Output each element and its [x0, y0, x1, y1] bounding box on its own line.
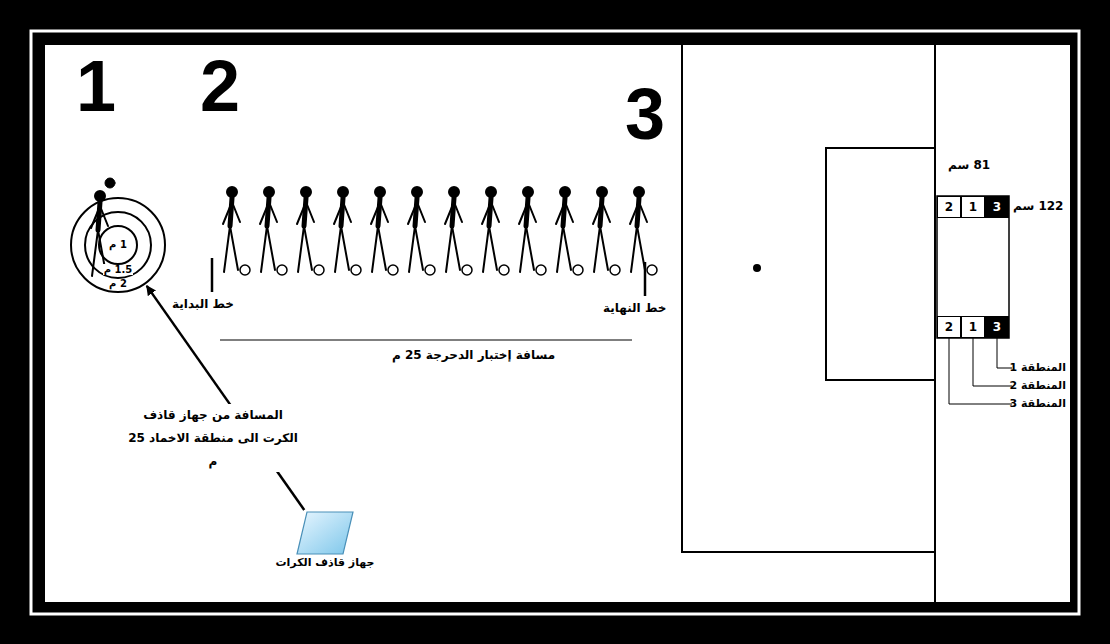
player-figure — [408, 187, 435, 275]
step-number: 2 — [200, 50, 240, 122]
leader-line — [949, 338, 1012, 404]
penalty-line — [681, 551, 936, 553]
zone-label: المنطقة 2 — [1009, 379, 1066, 392]
penalty-line — [681, 45, 683, 553]
target-circle: 2 م 1.5 م 1 م — [70, 197, 166, 293]
machine-symbol — [295, 510, 355, 556]
goal-frame — [937, 196, 1009, 338]
zone-box: 3 — [985, 316, 1009, 338]
node-label: 3 — [993, 320, 1001, 334]
zone-label: المنطقة 3 — [1009, 397, 1066, 410]
node-label: 2 م — [108, 278, 128, 289]
node-label: 1 — [969, 200, 977, 214]
player-figure — [556, 187, 583, 275]
frame-line — [31, 31, 1079, 614]
player-figure — [371, 187, 398, 275]
ring-label-holder: 1 م — [100, 239, 136, 251]
node-label: 1.5 م — [103, 264, 134, 275]
leader-line — [973, 338, 1012, 386]
player-figure — [223, 187, 250, 275]
step-number: 3 — [625, 78, 665, 150]
player-figure — [260, 187, 287, 275]
goal-area — [826, 148, 935, 380]
node-label: جهاز قاذف الكرات — [255, 556, 395, 569]
zone-box: 1 — [961, 196, 985, 218]
zone-box: 2 — [937, 196, 961, 218]
arrow-connector — [147, 286, 305, 510]
distance-label: مسافة إختبار الدحرجة 25 م — [392, 348, 555, 362]
node-label: 3 — [993, 200, 1001, 214]
zone-box: 2 — [937, 316, 961, 338]
start-line — [211, 258, 214, 292]
player-figure — [297, 187, 324, 275]
target-circle: 1 م — [98, 225, 138, 265]
player-figure — [334, 187, 361, 275]
zone-box: 1 — [961, 316, 985, 338]
line-label: خط البداية — [172, 297, 234, 311]
step-number: 1 — [76, 50, 116, 122]
player-figure — [593, 187, 620, 275]
penalty-spot — [753, 264, 761, 272]
zone-label: المنطقة 1 — [1009, 361, 1066, 374]
zone-box: 3 — [985, 196, 1009, 218]
target-circle: 1.5 م 1 م — [84, 211, 152, 279]
node-label: 1 — [969, 320, 977, 334]
dimension-label: 81 سم — [948, 158, 990, 172]
line-label: خط النهاية — [603, 301, 666, 315]
ring-label-holder: 1.5 م — [86, 264, 150, 276]
ring-label-holder: 2 م — [72, 278, 164, 290]
machine-shape — [297, 512, 353, 554]
dimension-label: 122 سم — [1013, 199, 1063, 213]
player-figure — [91, 178, 115, 276]
player-figure — [482, 187, 509, 275]
distance-label: المسافة من جهاز قاذف الكرت الى منطقة الا… — [128, 404, 298, 472]
node-label: 2 — [945, 320, 953, 334]
node-label: 2 — [945, 200, 953, 214]
player-figure — [519, 187, 546, 275]
distance-line — [220, 339, 632, 340]
player-figure — [445, 187, 472, 275]
page-ground — [45, 45, 1070, 602]
player-figure — [630, 187, 657, 275]
ball-machine: جهاز قاذف الكرات — [255, 510, 395, 569]
node-label: 1 م — [108, 239, 128, 250]
